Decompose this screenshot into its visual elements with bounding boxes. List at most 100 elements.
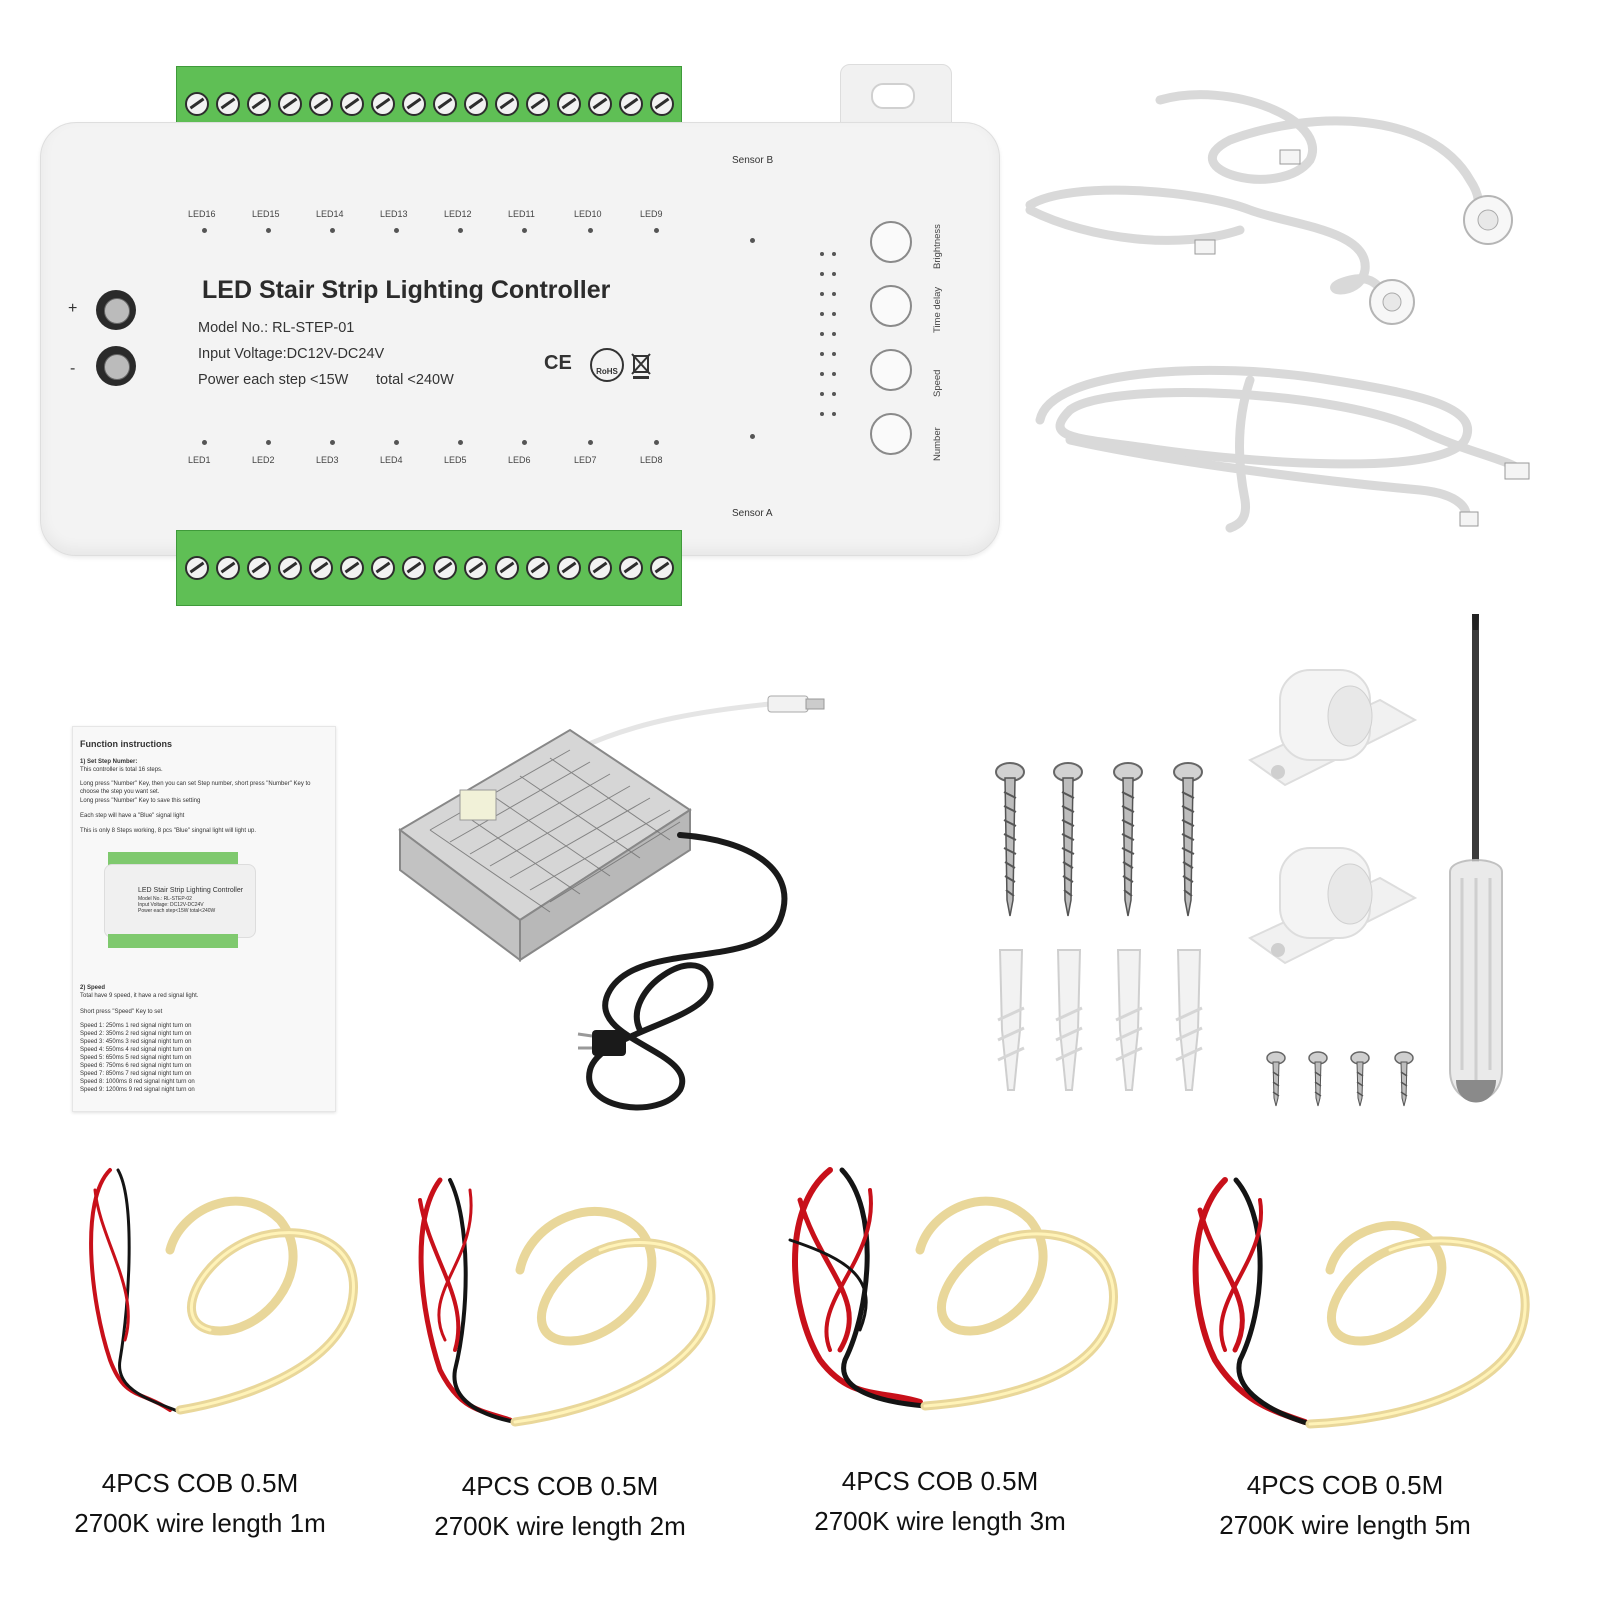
manual-text: 2) Speed bbox=[80, 985, 106, 991]
manual-mini-terminal-top bbox=[108, 852, 238, 866]
led-indicator bbox=[522, 440, 527, 445]
terminal-screw bbox=[370, 92, 395, 116]
signal-light bbox=[832, 312, 836, 316]
manual-mini-voltage: Input Voltage: DC12V-DC24V bbox=[138, 902, 204, 908]
led-indicator bbox=[458, 440, 463, 445]
manual-text: Short press "Speed" Key to set bbox=[80, 1009, 163, 1015]
terminal-screw bbox=[587, 556, 612, 580]
plus-label: + bbox=[68, 300, 78, 317]
terminal-screw bbox=[649, 92, 674, 116]
terminal-screw bbox=[246, 556, 271, 580]
led-indicator bbox=[202, 228, 207, 233]
power-terminal-positive bbox=[96, 290, 136, 330]
small-screws bbox=[1266, 1051, 1414, 1107]
terminal-screw bbox=[277, 556, 302, 580]
button-label: Time delay bbox=[932, 286, 943, 333]
manual-speed-line: Speed 4: 550ms 4 red signal night turn o… bbox=[80, 1047, 192, 1053]
manual-mini-terminal-bottom bbox=[108, 934, 238, 948]
manual-text: choose the step you want set. bbox=[80, 789, 160, 795]
terminal-screw bbox=[587, 92, 612, 116]
manual-heading: Function instructions bbox=[80, 739, 172, 749]
signal-light bbox=[832, 372, 836, 376]
speed-button[interactable] bbox=[870, 349, 912, 391]
terminal-screw bbox=[401, 92, 426, 116]
manual-speed-line: Speed 8: 1000ms 8 red signal night turn … bbox=[80, 1079, 195, 1085]
manual-text: This is only 8 Steps working, 8 pcs "Blu… bbox=[80, 828, 257, 834]
signal-light bbox=[832, 252, 836, 256]
terminal-screw bbox=[494, 92, 519, 116]
terminal-screw bbox=[432, 92, 457, 116]
manual-speed-line: Speed 3: 450ms 3 red signal night turn o… bbox=[80, 1039, 192, 1045]
signal-light bbox=[820, 392, 824, 396]
manual-speed-line: Speed 2: 350ms 2 red signal night turn o… bbox=[80, 1031, 192, 1037]
screwdriver-icon bbox=[1449, 614, 1503, 1103]
led-indicator bbox=[394, 228, 399, 233]
terminal-screw bbox=[618, 92, 643, 116]
led-label: LED16 bbox=[188, 209, 216, 219]
time-delay-button[interactable] bbox=[870, 285, 912, 327]
led-indicator bbox=[458, 228, 463, 233]
led-indicator bbox=[654, 440, 659, 445]
weee-bin-icon bbox=[631, 353, 651, 379]
led-label: LED1 bbox=[188, 455, 211, 465]
led-label: LED2 bbox=[252, 455, 275, 465]
led-indicator bbox=[654, 228, 659, 233]
led-indicator bbox=[330, 228, 335, 233]
manual-speed-line: Speed 1: 250ms 1 red signal night turn o… bbox=[80, 1023, 192, 1029]
manual-text: Each step will have a "Blue" signal ligh… bbox=[80, 813, 185, 819]
manual-mini-model: Model No.: RL-STEP-02 bbox=[138, 896, 192, 902]
terminal-screw bbox=[556, 92, 581, 116]
terminal-screw bbox=[339, 92, 364, 116]
cob-strip-caption: 2700K wire length 3m bbox=[814, 1506, 1066, 1536]
motion-sensor-cables bbox=[1025, 90, 1530, 533]
manual-mini-title: LED Stair Strip Lighting Controller bbox=[138, 887, 244, 894]
terminal-screw bbox=[525, 92, 550, 116]
power-supply bbox=[398, 695, 825, 1111]
cob-strip-caption: 2700K wire length 5m bbox=[1219, 1510, 1471, 1540]
terminal-screw bbox=[556, 556, 581, 580]
terminal-screw bbox=[463, 556, 488, 580]
manual-text: Total have 9 speed, it have a red signal… bbox=[80, 993, 199, 999]
cob-strip-caption: 2700K wire length 1m bbox=[74, 1508, 326, 1538]
sensor-a-label: Sensor A bbox=[732, 508, 773, 519]
led-indicator bbox=[588, 228, 593, 233]
led-indicator bbox=[394, 440, 399, 445]
cob-strip-caption: 4PCS COB 0.5M bbox=[841, 1466, 1039, 1496]
led-label: LED14 bbox=[316, 209, 344, 219]
signal-light bbox=[820, 292, 824, 296]
manual-text: Long press "Number" Key, then you can se… bbox=[80, 781, 311, 787]
sensor-mounting-clips bbox=[1248, 669, 1418, 965]
controller-title: LED Stair Strip Lighting Controller bbox=[202, 276, 611, 304]
led-label: LED3 bbox=[316, 455, 339, 465]
terminal-screw bbox=[432, 556, 457, 580]
manual-mini-controller bbox=[104, 864, 256, 938]
signal-light bbox=[832, 332, 836, 336]
led-label: LED12 bbox=[444, 209, 472, 219]
sensor-b-indicator bbox=[750, 238, 755, 243]
signal-light bbox=[832, 352, 836, 356]
bottom-terminal-block bbox=[176, 530, 682, 606]
cob-strip-caption: 4PCS COB 0.5M bbox=[101, 1468, 299, 1498]
button-label: Speed bbox=[932, 369, 943, 397]
manual-mini-power: Power each step<15W total<240W bbox=[138, 908, 216, 914]
power-terminal-negative bbox=[96, 346, 136, 386]
signal-light bbox=[820, 412, 824, 416]
led-indicator bbox=[522, 228, 527, 233]
signal-light bbox=[820, 252, 824, 256]
manual-text: This controller is total 16 steps. bbox=[80, 767, 163, 773]
rohs-mark: RoHS bbox=[590, 348, 624, 382]
signal-light bbox=[820, 352, 824, 356]
led-label: LED4 bbox=[380, 455, 403, 465]
terminal-screw bbox=[370, 556, 395, 580]
signal-light bbox=[820, 272, 824, 276]
input-voltage: Input Voltage:DC12V-DC24V bbox=[198, 346, 385, 362]
sensor-a-indicator bbox=[750, 434, 755, 439]
minus-label: - bbox=[70, 360, 76, 377]
model-number: Model No.: RL-STEP-01 bbox=[198, 320, 355, 336]
brightness-button[interactable] bbox=[870, 221, 912, 263]
led-indicator bbox=[330, 440, 335, 445]
cob-led-strip-kits bbox=[89, 1167, 1530, 1429]
terminal-screw bbox=[184, 556, 209, 580]
number-button[interactable] bbox=[870, 413, 912, 455]
led-label: LED13 bbox=[380, 209, 408, 219]
